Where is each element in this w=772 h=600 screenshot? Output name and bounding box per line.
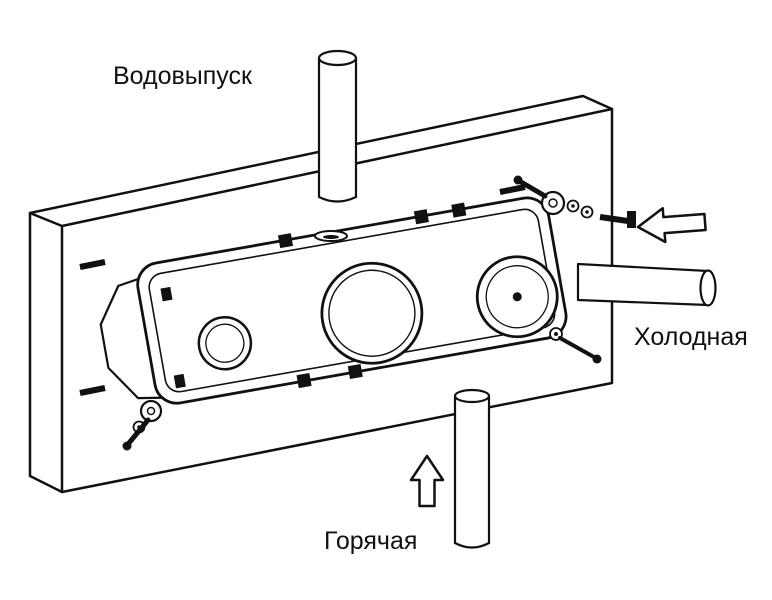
clip: [347, 363, 363, 380]
hot-inlet-arrow-icon: [409, 454, 445, 508]
washer-dot: [571, 204, 575, 208]
cartridge-inner: [328, 269, 416, 357]
outlet-pipe-sides: [317, 56, 358, 203]
bottom-right-screw: [549, 327, 602, 364]
side-screw-shaft: [599, 214, 629, 224]
mount-dashes: [79, 184, 526, 396]
valve-assembly: [99, 196, 568, 405]
cold-inlet-arrow-icon: [636, 206, 707, 244]
right-port-circle: [475, 255, 559, 339]
label-outlet: Водовыпуск: [113, 62, 253, 90]
clip: [160, 286, 173, 302]
outlet-pipe: [317, 49, 358, 203]
right-port-inner: [485, 265, 549, 329]
hot-pipe: [453, 388, 491, 549]
retaining-clips: [160, 202, 467, 389]
lug-screw-shaft: [126, 417, 151, 446]
mount-dash: [79, 259, 106, 270]
mount-dash: [499, 184, 526, 195]
clip: [451, 202, 467, 218]
label-cold: Холодная: [634, 323, 748, 351]
right-port-dot: [512, 292, 522, 302]
screw-head: [592, 354, 602, 364]
lug-screw-shaft: [518, 179, 548, 199]
vent-inner: [323, 235, 339, 239]
lug-hole: [548, 198, 558, 208]
lug-screw-head: [122, 441, 132, 451]
cold-pipe-sides: [576, 262, 710, 307]
lug-ring: [540, 190, 566, 216]
washer-dot: [585, 210, 589, 214]
lug-hole: [146, 406, 156, 416]
left-port-inner: [205, 323, 245, 363]
hot-pipe-sides: [453, 394, 491, 549]
outlet-pipe-body: [319, 58, 356, 202]
lug-ring: [139, 399, 163, 423]
bottom-left-lug: [122, 399, 163, 451]
side-screw-head: [627, 211, 636, 228]
mixer-cartridge-circle: [320, 261, 424, 365]
lug-screw-head: [513, 175, 523, 185]
hot-pipe-body: [455, 396, 489, 548]
top-right-lug: [513, 175, 636, 228]
label-hot: Горячая: [324, 527, 417, 555]
vent-ellipse: [314, 230, 348, 242]
clip: [413, 209, 429, 225]
clip: [173, 373, 186, 389]
screw-shaft: [558, 336, 596, 359]
mount-dash: [79, 385, 106, 396]
cartridge-outer: [320, 261, 424, 365]
clip: [296, 373, 312, 389]
cold-pipe: [576, 262, 717, 307]
outlet-pipe-end: [317, 49, 358, 67]
washer-dot: [554, 332, 558, 336]
left-port-circle: [197, 315, 253, 371]
clip: [277, 233, 294, 249]
hot-pipe-end: [453, 388, 491, 404]
cold-pipe-end: [699, 269, 717, 307]
cold-pipe-body: [578, 264, 708, 305]
